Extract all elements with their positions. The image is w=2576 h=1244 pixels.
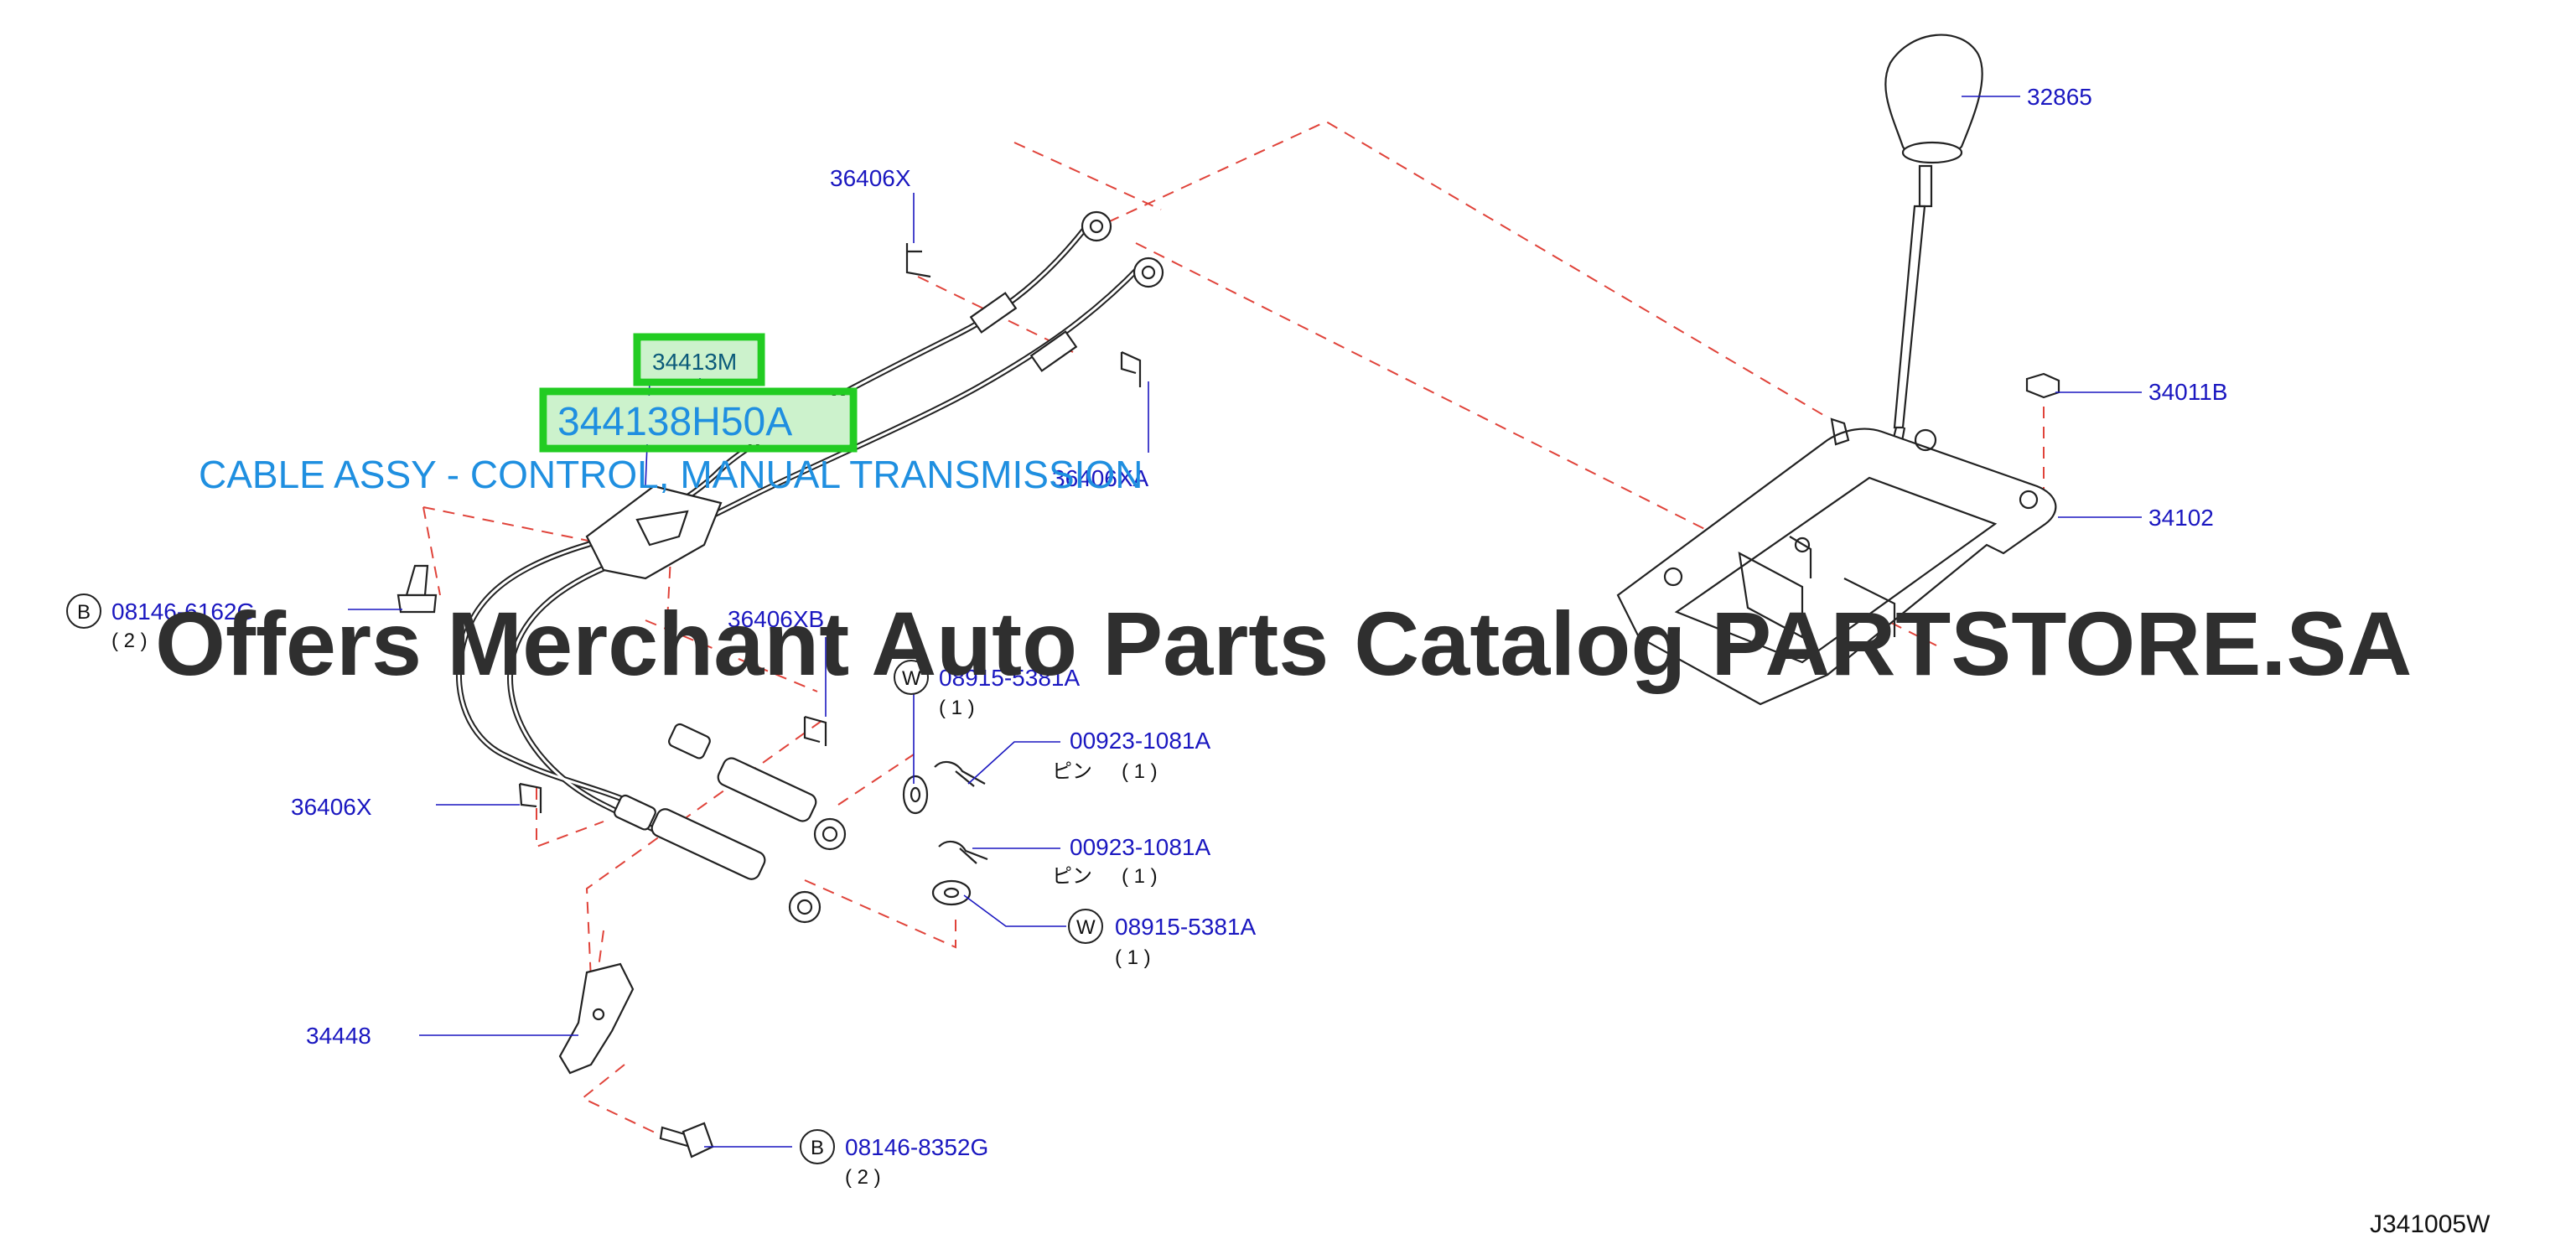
bolt-top-b-marker: [66, 593, 101, 629]
callout-08146-6162G[interactable]: 08146-6162G: [111, 599, 255, 625]
callout-34448[interactable]: 34448: [306, 1023, 371, 1049]
callout-00923-1081A-top[interactable]: 00923-1081A: [1070, 728, 1210, 754]
bolt-top: [405, 564, 429, 597]
bolt-bottom-b-marker: [800, 1129, 835, 1164]
callout-36406XA[interactable]: 36406XA: [1052, 465, 1149, 491]
small-parts: [397, 243, 1142, 1158]
washer-bottom-w-marker: [1068, 909, 1103, 944]
callout-00923-1081A-bottom[interactable]: 00923-1081A: [1070, 834, 1210, 860]
nut-34011B: [2025, 372, 2060, 399]
clip-36406XA: [1120, 350, 1142, 387]
callout-08915-5381A-bottom[interactable]: 08915-5381A: [1115, 914, 1256, 940]
callout-36406X-left[interactable]: 36406X: [291, 794, 372, 820]
callout-08915-5381A-top[interactable]: 08915-5381A: [939, 665, 1080, 691]
lever-base-plate: [1616, 428, 2057, 706]
washer-bottom: [931, 879, 972, 906]
shift-lever-assembly: [1616, 34, 2060, 706]
washer-top-w-letter: W: [902, 667, 921, 690]
leader-lines: [348, 96, 2142, 1148]
washer-bottom-w-letter: W: [1076, 916, 1096, 939]
bolt-bottom-b-letter: B: [811, 1137, 824, 1159]
clip-36406X-left: [518, 782, 542, 813]
bolt-top-b-letter: B: [77, 601, 91, 624]
callout-36406XB[interactable]: 36406XB: [728, 606, 824, 632]
callout-labels: 32865 34011B 34102 36406X 36406XA 36406X…: [66, 84, 2227, 1189]
callout-34102[interactable]: 34102: [2148, 505, 2214, 531]
control-cable-assembly: [455, 210, 1164, 924]
bolt-bottom-qty: ( 2 ): [845, 1166, 881, 1189]
catalog-watermark: Offers Merchant Auto Parts Catalog PARTS…: [155, 593, 2412, 694]
diagram-code: J341005W: [2370, 1210, 2490, 1238]
washer-top-qty: ( 1 ): [939, 697, 975, 719]
highlight-description: CABLE ASSY - CONTROL, MANUAL TRANSMISSIO…: [199, 453, 1143, 496]
callout-34011B[interactable]: 34011B: [2148, 379, 2227, 405]
washer-top-w-marker: [894, 660, 929, 695]
washer-bottom-qty: ( 1 ): [1115, 946, 1151, 969]
clip-36406XB: [803, 715, 827, 746]
cable-grommet-plate: [585, 485, 723, 580]
ref-code-highlight-box: [633, 333, 765, 386]
highlighted-part: 34413M 344138H50A CABLE ASSY - CONTROL, …: [199, 333, 1143, 496]
pin-top: [934, 760, 986, 787]
ref-code-highlight-fill: [641, 341, 757, 378]
clip-36406X-top: [905, 243, 931, 278]
pin-top-note: ピン: [1052, 760, 1092, 783]
pin-bottom-note: ピン: [1052, 865, 1092, 888]
callout-36406X-top[interactable]: 36406X: [830, 165, 911, 191]
part-number-highlight-fill: [547, 396, 849, 444]
pin-top-qty: ( 1 ): [1122, 760, 1158, 783]
pin-bottom: [938, 840, 988, 864]
callout-08146-8352G[interactable]: 08146-8352G: [845, 1134, 988, 1160]
bolt-top-qty: ( 2 ): [111, 630, 148, 652]
highlight-part-number[interactable]: 344138H50A: [557, 400, 792, 444]
assembly-guide-lines: [422, 120, 2045, 1141]
part-number-highlight-box: [539, 387, 858, 453]
highlight-ref-code[interactable]: 34413M: [652, 349, 737, 375]
callout-32865[interactable]: 32865: [2027, 84, 2092, 110]
shift-knob: [1884, 34, 1983, 161]
pin-bottom-qty: ( 1 ): [1122, 865, 1158, 888]
washer-top: [902, 775, 929, 815]
